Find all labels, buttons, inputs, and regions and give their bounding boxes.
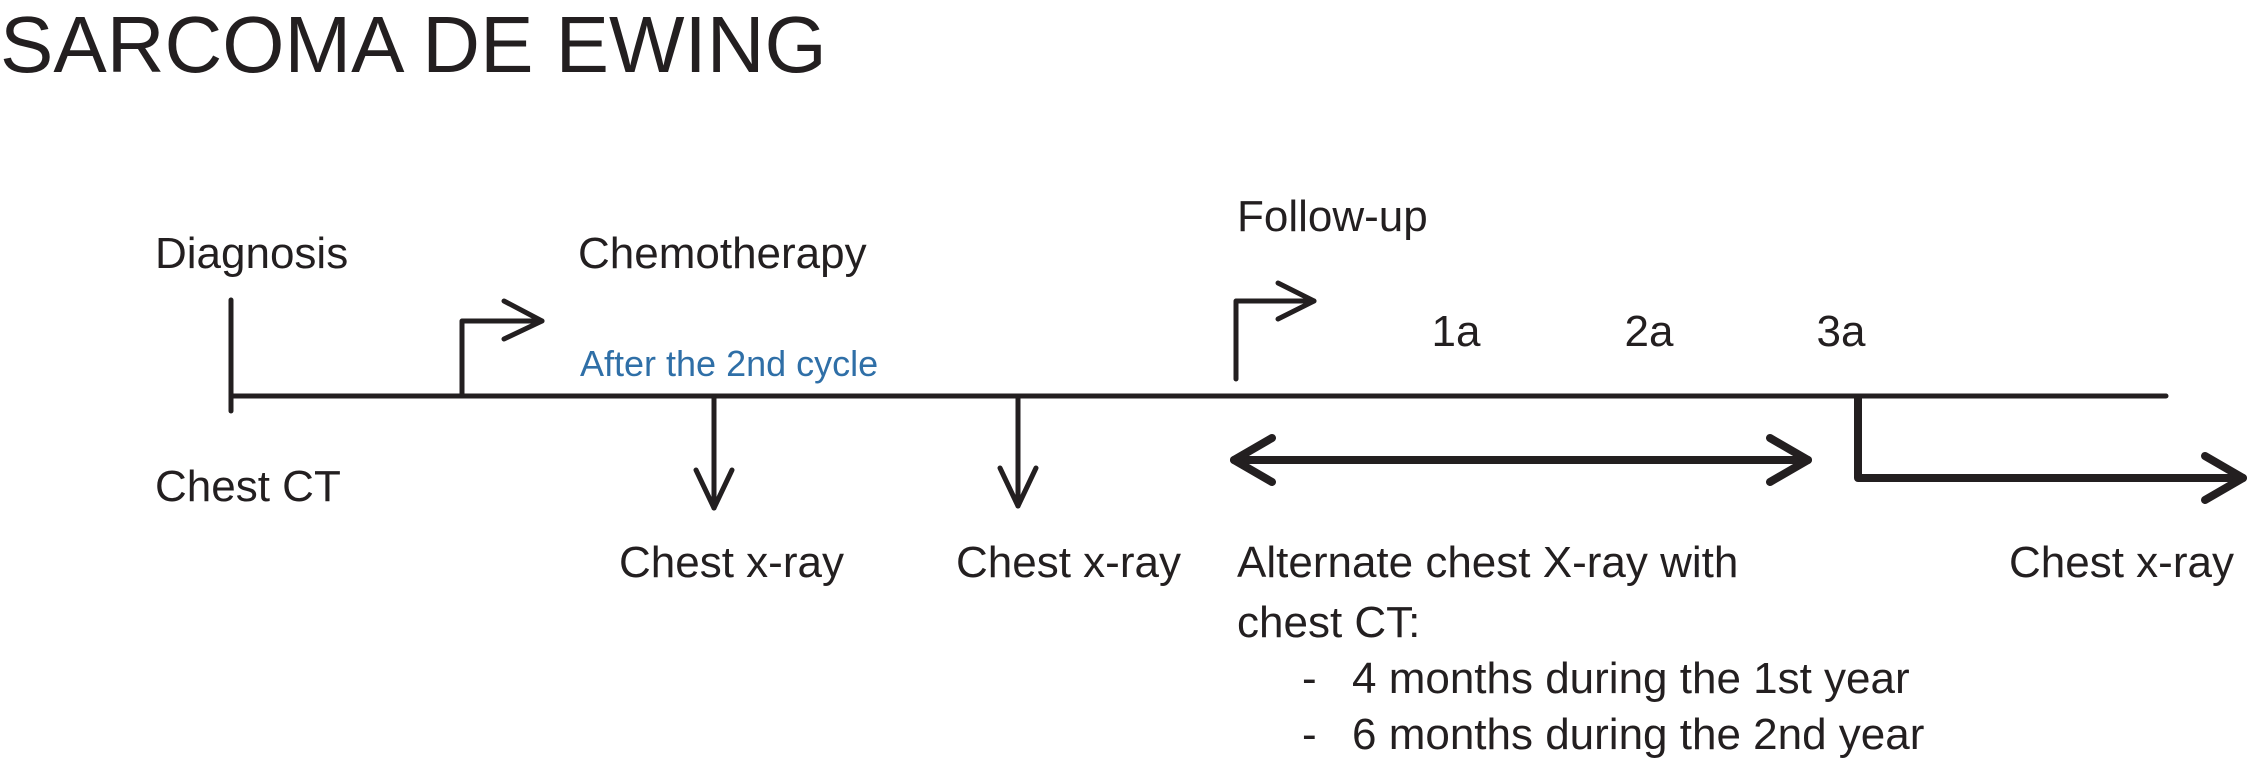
diagram-title: SARCOMA DE EWING (0, 0, 827, 89)
chest-xray-label-2: Chest x-ray (956, 538, 1181, 587)
double-arrow-right-head-icon (1766, 434, 1812, 486)
year-marker-3: 3a (1817, 307, 1866, 356)
follow-up-start-arrow-icon (1233, 298, 1317, 382)
year-marker-1: 1a (1432, 307, 1481, 356)
chest-xray-label-1: Chest x-ray (619, 538, 844, 587)
after-year-3-arrow-icon (1854, 394, 2247, 482)
chest-xray-arrowhead-2-icon (997, 465, 1039, 509)
chest-xray-arrowhead-1-icon (693, 467, 735, 511)
schedule-bullet-2: - (1302, 710, 1317, 759)
after-year-3-arrowhead-icon (2201, 452, 2247, 504)
schedule-item-2: 6 months during the 2nd year (1352, 710, 1924, 759)
follow-up-schedule-line-2: chest CT: (1237, 598, 1420, 647)
chest-ct-label: Chest CT (155, 462, 341, 511)
timing-note: After the 2nd cycle (580, 343, 878, 384)
double-arrow-left-head-icon (1230, 434, 1276, 486)
chemotherapy-start-arrow-icon (459, 318, 545, 399)
diagnosis-label: Diagnosis (155, 229, 348, 278)
schedule-bullet-1: - (1302, 654, 1317, 703)
chemotherapy-arrowhead-icon (501, 298, 545, 342)
year-marker-2: 2a (1625, 307, 1674, 356)
chemotherapy-label: Chemotherapy (578, 229, 867, 278)
follow-up-label: Follow-up (1237, 192, 1428, 241)
follow-up-schedule-line-1: Alternate chest X-ray with (1237, 538, 1738, 587)
schedule-item-1: 4 months during the 1st year (1352, 654, 1910, 703)
chest-xray-label-3: Chest x-ray (2009, 538, 2234, 587)
follow-up-arrowhead-icon (1275, 280, 1317, 322)
